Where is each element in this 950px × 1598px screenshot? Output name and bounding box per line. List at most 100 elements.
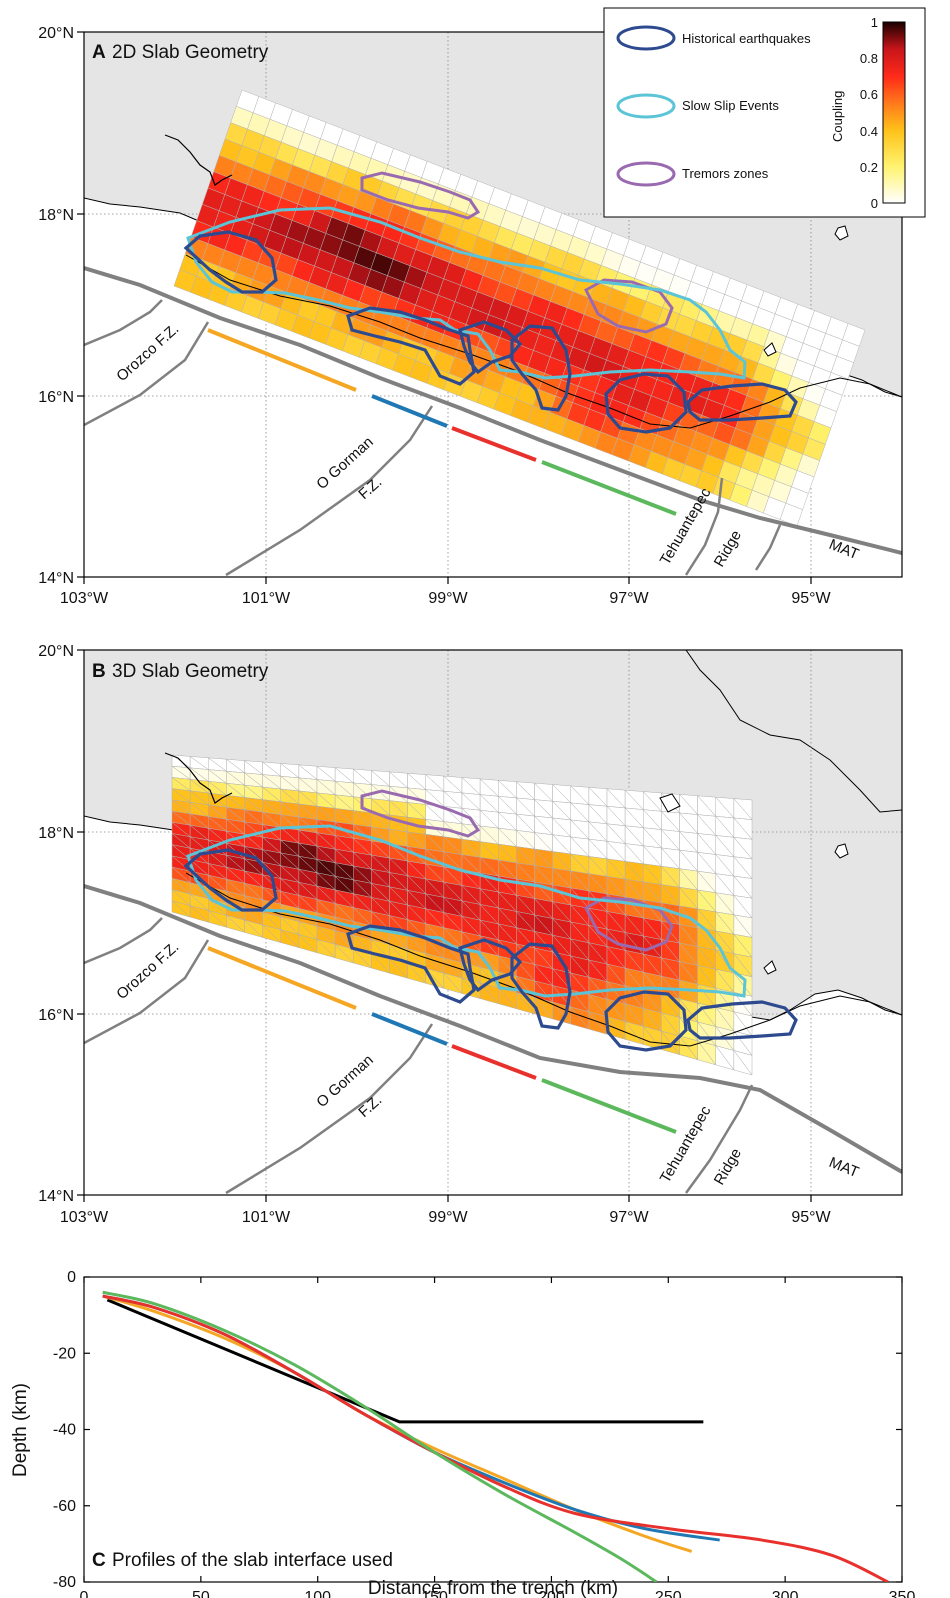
lon-tick-b-4: 95°W bbox=[791, 1209, 831, 1226]
lon-tick-a-3: 97°W bbox=[609, 590, 649, 607]
colorbar-tick-2: 0.6 bbox=[860, 87, 878, 102]
coastline-b bbox=[185, 872, 902, 1047]
mesh-triangle bbox=[171, 900, 191, 918]
trench-mat-a bbox=[84, 266, 902, 555]
earthquake-zone-a5 bbox=[604, 372, 688, 434]
mesh-triangle bbox=[697, 1040, 717, 1066]
profile-bar-orange-b bbox=[207, 946, 357, 1010]
panel-a: 20°N 18°N 16°N 14°N 103°W 101°W 99°W 97°… bbox=[38, 7, 926, 607]
mesh-triangle bbox=[479, 982, 499, 1005]
legend-label-earthquakes: Historical earthquakes bbox=[682, 31, 811, 46]
lon-tick-b-0: 103°W bbox=[60, 1209, 109, 1226]
x-tick-label: 100 bbox=[304, 1589, 331, 1598]
lon-tick-a-4: 95°W bbox=[791, 590, 831, 607]
orozco-fz-b2 bbox=[84, 939, 210, 1045]
panel-b: 20°N 18°N 16°N 14°N 103°W 101°W 99°W 97°… bbox=[38, 643, 903, 1226]
y-tick-label: -80 bbox=[53, 1574, 76, 1591]
profile-bar-green-a bbox=[541, 460, 677, 516]
colorbar-title: Coupling bbox=[830, 91, 845, 142]
profile-bar-blue-a bbox=[371, 394, 448, 428]
mesh-triangle bbox=[280, 929, 300, 948]
panel-a-letter: A bbox=[92, 42, 106, 63]
coupling-grid-2d bbox=[173, 89, 866, 527]
label-orozco-a: Orozco F.Z. bbox=[113, 320, 182, 385]
panel-b-title: 3D Slab Geometry bbox=[112, 661, 269, 682]
mesh-triangle bbox=[443, 972, 463, 994]
lat-tick-a-0: 20°N bbox=[38, 25, 74, 42]
map-frame-a bbox=[83, 31, 903, 578]
lat-tick-b-3: 14°N bbox=[38, 1188, 74, 1205]
earthquake-zone-a4 bbox=[510, 324, 572, 412]
lon-tick-b-1: 101°W bbox=[242, 1209, 291, 1226]
tremor-zone-b1 bbox=[360, 789, 481, 838]
tehuantepec-ridge-a2 bbox=[754, 524, 782, 571]
trench-mat-b bbox=[84, 884, 902, 1174]
panel-a-title: 2D Slab Geometry bbox=[112, 42, 269, 63]
mesh-triangle bbox=[316, 938, 336, 959]
legend-box bbox=[603, 7, 926, 218]
x-tick-label: 50 bbox=[192, 1589, 210, 1598]
orozco-fz-a bbox=[84, 299, 163, 347]
island-b bbox=[834, 843, 849, 859]
ticks-a bbox=[77, 31, 812, 584]
y-tick-label: -40 bbox=[53, 1422, 76, 1439]
label-ogorman-fz-a: F.Z. bbox=[355, 474, 385, 503]
profile-bar-blue-b bbox=[371, 1012, 448, 1046]
lon-tick-a-1: 101°W bbox=[242, 590, 291, 607]
ogorman-fz-a bbox=[225, 405, 434, 577]
mesh-triangle bbox=[371, 953, 391, 974]
profile-bar-red-b bbox=[451, 1044, 537, 1080]
mesh-triangle bbox=[733, 1049, 753, 1076]
profile-line-3 bbox=[102, 1294, 889, 1582]
mesh-triangle bbox=[244, 919, 263, 938]
label-ridge-a: Ridge bbox=[711, 528, 745, 570]
colorbar bbox=[882, 21, 906, 204]
orozco-fz-b bbox=[84, 917, 163, 965]
mesh-triangle bbox=[389, 958, 409, 979]
colorbar-tick-3: 0.4 bbox=[860, 124, 878, 139]
earthquake-zone-a6 bbox=[686, 382, 798, 422]
tehuantepec-ridge-b bbox=[684, 1084, 754, 1194]
x-axis-label: Distance from the trench (km) bbox=[368, 1578, 618, 1598]
earthquake-zone-a3 bbox=[458, 320, 523, 375]
lon-tick-a-0: 103°W bbox=[60, 590, 109, 607]
island-a bbox=[834, 225, 849, 241]
earthquake-zone-b3 bbox=[458, 938, 523, 993]
earthquake-zone-b6 bbox=[686, 1000, 798, 1040]
legend-label-sse: Slow Slip Events bbox=[682, 98, 779, 113]
label-mat-b: MAT bbox=[827, 1154, 862, 1181]
earthquake-zone-b2 bbox=[346, 924, 476, 1004]
colorbar-tick-0: 1 bbox=[871, 15, 878, 30]
y-tick-label: 0 bbox=[67, 1269, 76, 1286]
lon-tick-b-2: 99°W bbox=[428, 1209, 468, 1226]
mesh-triangle bbox=[208, 909, 227, 928]
sse-contour-a bbox=[186, 206, 747, 380]
lon-tick-b-3: 97°W bbox=[609, 1209, 649, 1226]
earthquake-zone-b4 bbox=[510, 942, 572, 1030]
earthquake-zone-a1 bbox=[183, 230, 278, 294]
panel-c-letter: C bbox=[92, 1550, 106, 1571]
label-ogorman-fz-b: F.Z. bbox=[355, 1092, 385, 1121]
lon-tick-a-2: 99°W bbox=[428, 590, 468, 607]
legend-swatch-earthquakes bbox=[616, 25, 676, 51]
y-axis-label: Depth (km) bbox=[10, 1383, 31, 1477]
mesh-triangle bbox=[189, 905, 209, 923]
mesh-triangle bbox=[624, 1020, 644, 1045]
earthquake-zone-b1 bbox=[183, 848, 278, 912]
ticks-b bbox=[77, 649, 812, 1202]
earthquake-zone-b5 bbox=[604, 990, 688, 1052]
tremor-zone-a1 bbox=[360, 171, 481, 220]
profiles-chart bbox=[102, 1290, 889, 1582]
profile-bar-red-a bbox=[451, 426, 537, 462]
legend-label-tremors: Tremors zones bbox=[682, 166, 769, 181]
mesh-triangle bbox=[516, 991, 536, 1015]
earthquake-zone-a2 bbox=[346, 306, 476, 386]
x-tick-label: 250 bbox=[655, 1589, 682, 1598]
island-a2 bbox=[763, 342, 777, 357]
label-orozco-b: Orozco F.Z. bbox=[113, 938, 182, 1003]
lat-tick-b-2: 16°N bbox=[38, 1007, 74, 1024]
ogorman-fz-b bbox=[225, 1023, 434, 1195]
panel-c-title: Profiles of the slab interface used bbox=[112, 1550, 393, 1571]
